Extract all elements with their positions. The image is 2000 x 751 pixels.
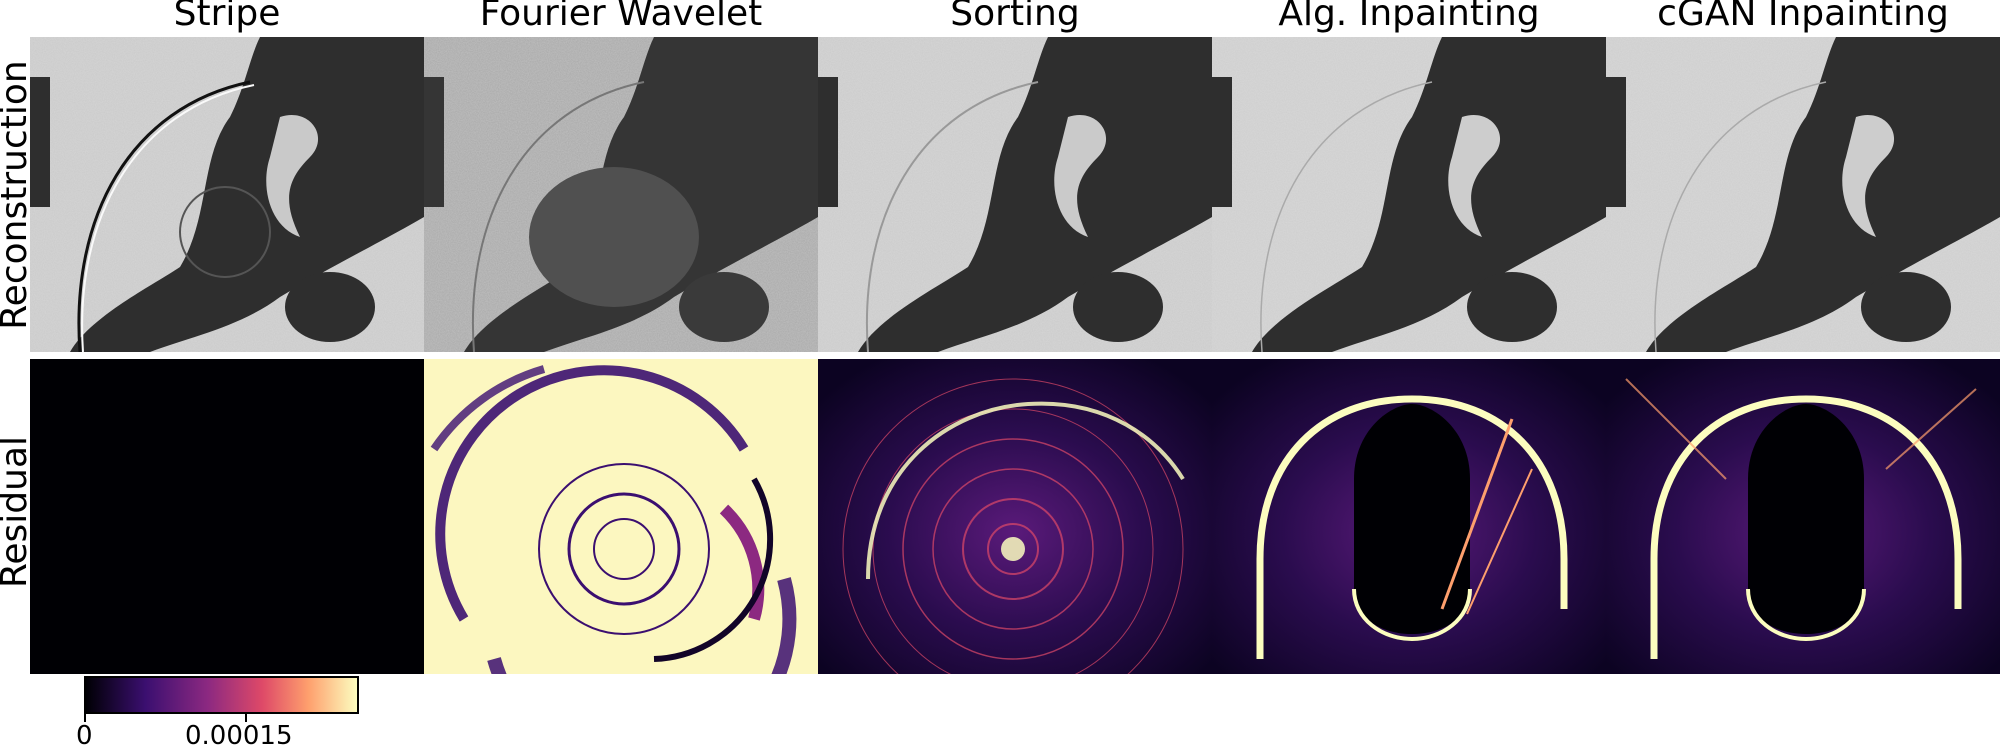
colorbar-gradient [86, 678, 357, 712]
residual-image-alg-inpainting [1212, 359, 1606, 674]
residual-image-fourier-wavelet [424, 359, 818, 674]
reconstruction-image-alg-inpainting [1212, 37, 1606, 352]
column-title-stripe: Stripe [173, 0, 281, 34]
colorbar-tick-min [84, 714, 86, 722]
residual-image-cgan-inpainting [1606, 359, 2000, 674]
column-title-alg-inpainting: Alg. Inpainting [1278, 0, 1540, 34]
reconstruction-image-cgan-inpainting [1606, 37, 2000, 352]
reconstruction-image-fourier-wavelet [424, 37, 818, 352]
column-title-cgan-inpainting: cGAN Inpainting [1657, 0, 1949, 34]
colorbar-label-mid: 0.00015 [185, 721, 293, 751]
reconstruction-image-sorting [818, 37, 1212, 352]
column-title-fourier-wavelet: Fourier Wavelet [479, 0, 763, 34]
colorbar [84, 676, 359, 714]
column-title-sorting: Sorting [950, 0, 1080, 34]
residual-image-stripe [30, 359, 424, 674]
colorbar-label-min: 0 [76, 721, 93, 751]
colorbar-tick-mid [245, 714, 247, 722]
reconstruction-image-stripe [30, 37, 424, 352]
residual-image-sorting [818, 359, 1212, 674]
